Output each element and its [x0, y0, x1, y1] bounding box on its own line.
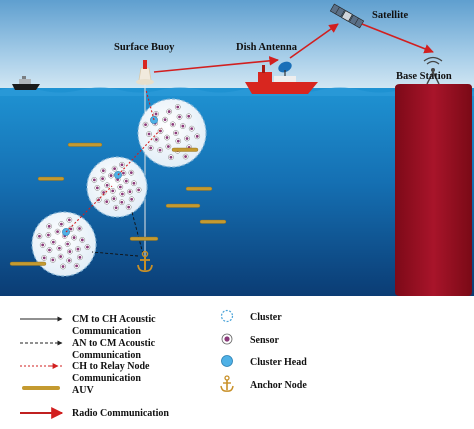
dish-antenna-label: Dish Antenna: [236, 42, 298, 53]
legend-cm-ch-line1: CM to CH Acoustic: [72, 314, 156, 325]
auv: [171, 147, 199, 152]
legend-cluster-head-label: Cluster Head: [250, 357, 307, 368]
legend-ch-relay-line1: CH to Relay Node: [72, 361, 150, 372]
auv: [129, 236, 159, 241]
auv: [37, 176, 65, 181]
legend-anchor-icon: [220, 375, 234, 392]
legend-cm-ch-line2: Communication: [72, 326, 141, 337]
auv: [165, 203, 201, 208]
legend-radio-label: Radio Communication: [72, 408, 169, 419]
auv: [199, 219, 227, 224]
surface-buoy-icon: [136, 60, 154, 85]
surface-buoy-label: Surface Buoy: [114, 42, 175, 53]
dish-antenna-ship-icon: [245, 61, 318, 94]
legend-ch-relay-line2: Communication: [72, 373, 141, 384]
legend-right: Cluster Sensor Cluster Head Anchor Node: [220, 309, 307, 392]
legend-symbol-auv: [22, 386, 60, 390]
legend-area: [0, 296, 474, 424]
ch-relay-links: [65, 89, 163, 233]
wave-line: [0, 87, 474, 96]
base-station-tower: [395, 84, 472, 296]
legend-an-cm-line2: Communication: [72, 350, 141, 361]
auv: [185, 186, 213, 191]
auv-group: [9, 142, 227, 266]
legend-cluster-head-icon: [221, 355, 233, 367]
legend-anchor-label: Anchor Node: [250, 380, 307, 391]
legend-cluster-label: Cluster: [250, 312, 282, 323]
sensor-nodes: [36, 104, 201, 270]
sky: [0, 0, 474, 92]
base-station-label: Base Station: [396, 71, 452, 82]
anchor-node-icon: [137, 250, 153, 273]
auv: [9, 261, 47, 266]
satellite-icon: [329, 3, 365, 29]
legend-sensor-label: Sensor: [250, 335, 279, 346]
boat-icon: [12, 76, 40, 90]
satellite-label: Satellite: [372, 10, 408, 21]
auv: [67, 142, 103, 147]
radio-links: [153, 23, 434, 73]
legend-an-cm-line1: AN to CM Acoustic: [72, 338, 156, 349]
base-station-antenna-icon: [423, 56, 443, 85]
an-cm-links: [91, 211, 144, 257]
legend-auv-label: AUV: [72, 385, 94, 396]
legend-cluster-icon: [220, 309, 234, 323]
